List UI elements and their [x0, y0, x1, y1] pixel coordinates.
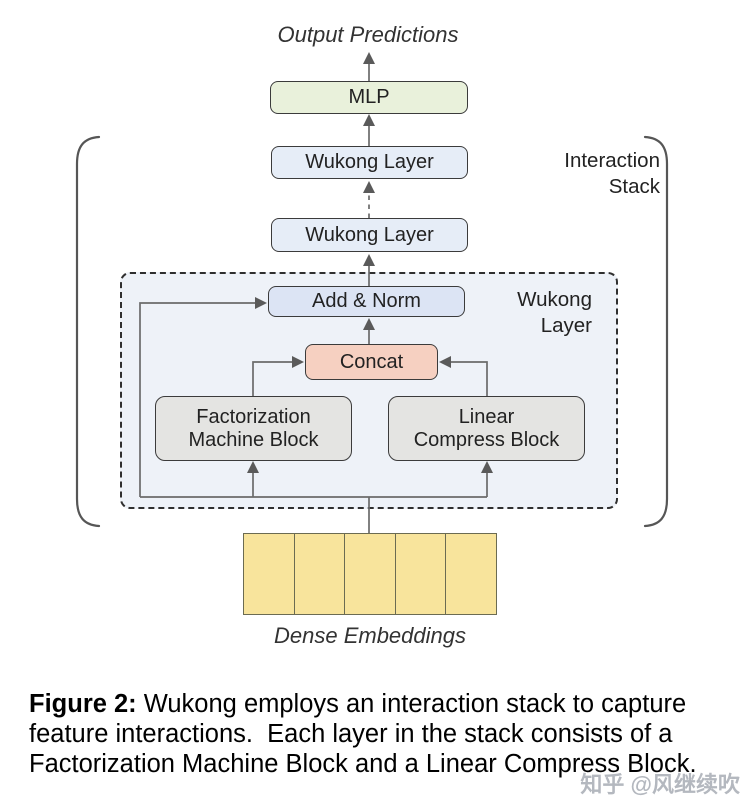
arrowhead-up-icon — [363, 181, 375, 193]
lc-block-line2: Compress Block — [413, 428, 560, 451]
left-bracket — [75, 135, 101, 528]
mlp-block: MLP — [270, 81, 468, 114]
interaction-stack-line1: Interaction — [564, 149, 660, 172]
caption-figure-number: Figure 2: — [29, 690, 137, 718]
embedding-cell — [446, 534, 496, 614]
dense-embeddings-label: Dense Embeddings — [273, 623, 466, 648]
wukong-layer-annotation-line2: Layer — [540, 314, 592, 337]
caption-line-1: Figure 2: Wukong employs an interaction … — [29, 689, 741, 719]
arrowhead-up-icon — [363, 114, 375, 126]
wukong-layer-annotation: Wukong Layer — [392, 287, 592, 339]
add-norm-block: Add & Norm — [268, 286, 465, 317]
embedding-cell — [295, 534, 346, 614]
output-predictions-label: Output Predictions — [277, 22, 459, 47]
caption-line-3: Factorization Machine Block and a Linear… — [29, 750, 697, 778]
factorization-machine-block: Factorization Machine Block — [155, 396, 352, 461]
figure-caption: Figure 2: Wukong employs an interaction … — [29, 689, 741, 779]
dense-embeddings — [243, 533, 497, 615]
lc-block-line1: Linear — [458, 405, 515, 428]
arrowhead-up-icon — [363, 52, 375, 64]
embedding-cell — [244, 534, 295, 614]
wukong-layer-block-top: Wukong Layer — [271, 146, 468, 179]
embedding-cell — [396, 534, 447, 614]
arrowhead-up-icon — [363, 254, 375, 266]
interaction-stack-line2: Stack — [608, 175, 660, 198]
interaction-stack-label: Interaction Stack — [460, 148, 660, 200]
wukong-layer-block-bottom: Wukong Layer — [271, 218, 468, 252]
fm-block-line1: Factorization — [196, 405, 311, 428]
caption-line-2: feature interactions. Each layer in the … — [29, 720, 673, 748]
wukong-layer-annotation-line1: Wukong — [517, 288, 592, 311]
concat-block: Concat — [305, 344, 438, 380]
linear-compress-block: Linear Compress Block — [388, 396, 585, 461]
embedding-cell — [345, 534, 396, 614]
zhihu-watermark: 知乎 @风继续吹 — [580, 772, 740, 797]
caption-line-1-text: Wukong employs an interaction stack to c… — [136, 690, 687, 718]
fm-block-line2: Machine Block — [188, 428, 319, 451]
